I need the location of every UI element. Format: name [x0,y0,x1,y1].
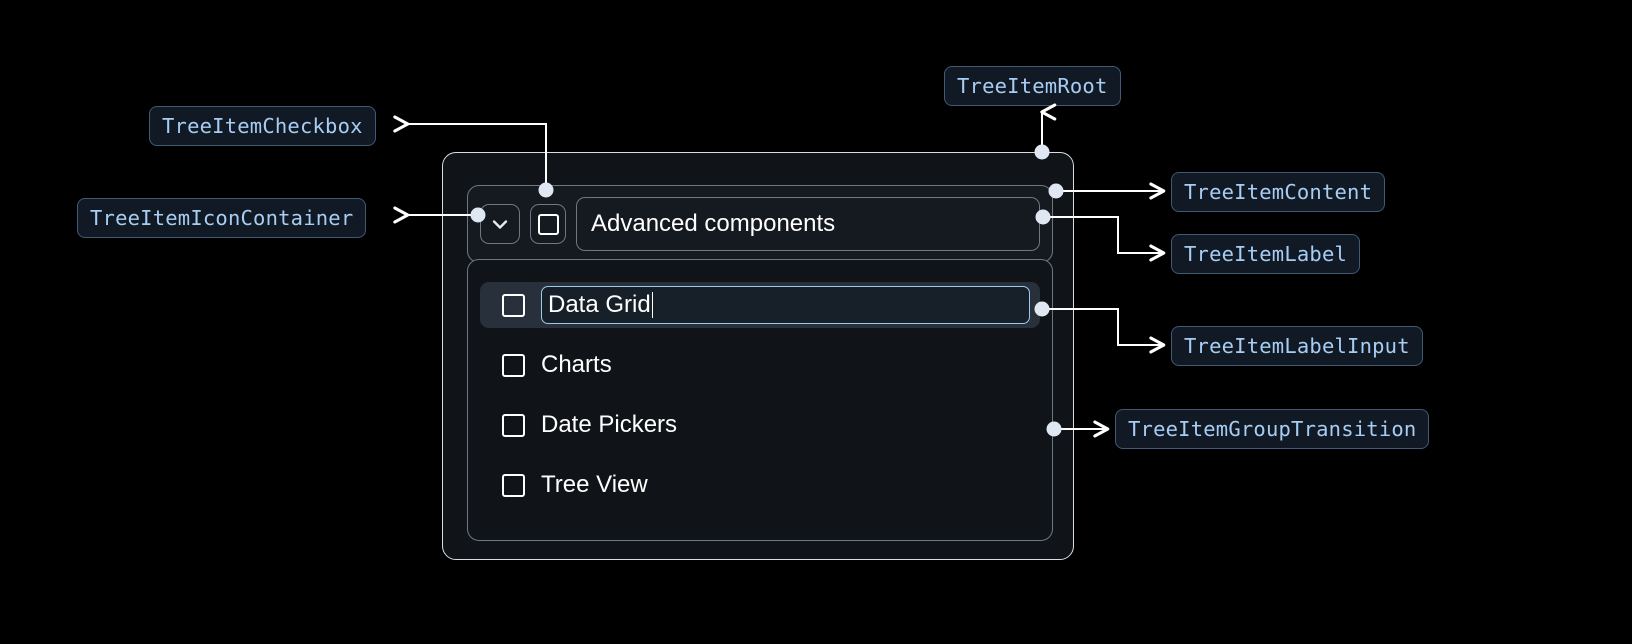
tree-item-label[interactable]: Advanced components [576,197,1040,251]
tree-item-checkbox[interactable] [530,204,566,244]
tree-item-icon-container[interactable] [480,204,520,244]
tree-item-label-text: Date Pickers [541,411,678,438]
tree-item-label-text: Advanced components [591,210,836,237]
tree-item-row-data-grid[interactable]: Data Grid [480,282,1040,328]
tree-item-label-text: Tree View [541,471,648,498]
annotation-label: TreeItemGroupTransition [1128,416,1417,441]
annotation-label: TreeItemLabelInput [1184,333,1410,358]
annotation-label: TreeItemCheckbox [162,113,363,138]
annotation-label: TreeItemIconContainer [90,205,354,230]
annotation-tree-item-checkbox: TreeItemCheckbox [149,106,376,146]
checkbox-box-icon [537,213,559,235]
tree-item-label-input-value: Data Grid [548,291,651,318]
tree-item-row-charts[interactable]: Charts [480,342,1040,388]
tree-item-content[interactable]: Advanced components [467,185,1053,263]
text-caret [651,292,654,318]
tree-item-row-tree-view[interactable]: Tree View [480,462,1040,508]
tree-item-group-transition: Data Grid Charts Date Pickers Tree View [467,259,1053,541]
annotation-label: TreeItemContent [1184,179,1373,204]
annotation-tree-item-content: TreeItemContent [1171,172,1386,212]
checkbox-box-icon[interactable] [502,353,525,377]
annotation-label: TreeItemLabel [1184,241,1348,266]
tree-item-row-date-pickers[interactable]: Date Pickers [480,402,1040,448]
tree-item-label-input[interactable]: Data Grid [541,286,1030,324]
annotation-tree-item-group-transition: TreeItemGroupTransition [1115,409,1430,449]
checkbox-box-icon[interactable] [502,413,525,437]
checkbox-box-icon[interactable] [502,473,525,497]
annotation-tree-item-icon-container: TreeItemIconContainer [77,198,367,238]
chevron-down-icon [488,212,512,236]
annotation-tree-item-root: TreeItemRoot [944,66,1121,106]
tree-item-label-text: Charts [541,351,612,378]
annotation-tree-item-label-input: TreeItemLabelInput [1171,326,1423,366]
annotation-tree-item-label: TreeItemLabel [1171,234,1361,274]
checkbox-box-icon[interactable] [502,293,525,317]
tree-item-root[interactable]: Advanced components Data Grid Charts Dat… [442,152,1074,560]
annotation-label: TreeItemRoot [957,73,1108,98]
